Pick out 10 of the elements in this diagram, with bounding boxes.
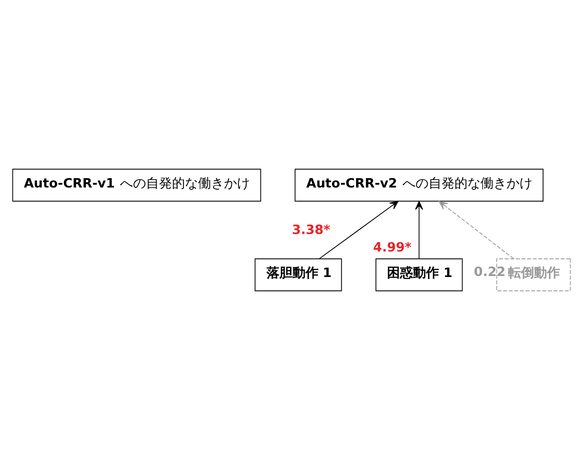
- node-box: 落胆動作 1: [254, 258, 342, 291]
- edge-label: 0.22: [474, 264, 506, 280]
- arrow: [318, 200, 398, 259]
- arrow: [415, 200, 424, 259]
- node-box: Auto-CRR-v1 への自発的な働きかけ: [12, 168, 262, 202]
- node-box: Auto-CRR-v2 への自発的な働きかけ: [294, 168, 544, 202]
- edge-label: 4.99*: [373, 240, 412, 255]
- edge-label: 3.38*: [292, 222, 330, 238]
- arrow: [438, 200, 514, 259]
- node-box: 困惑動作 1: [376, 258, 463, 291]
